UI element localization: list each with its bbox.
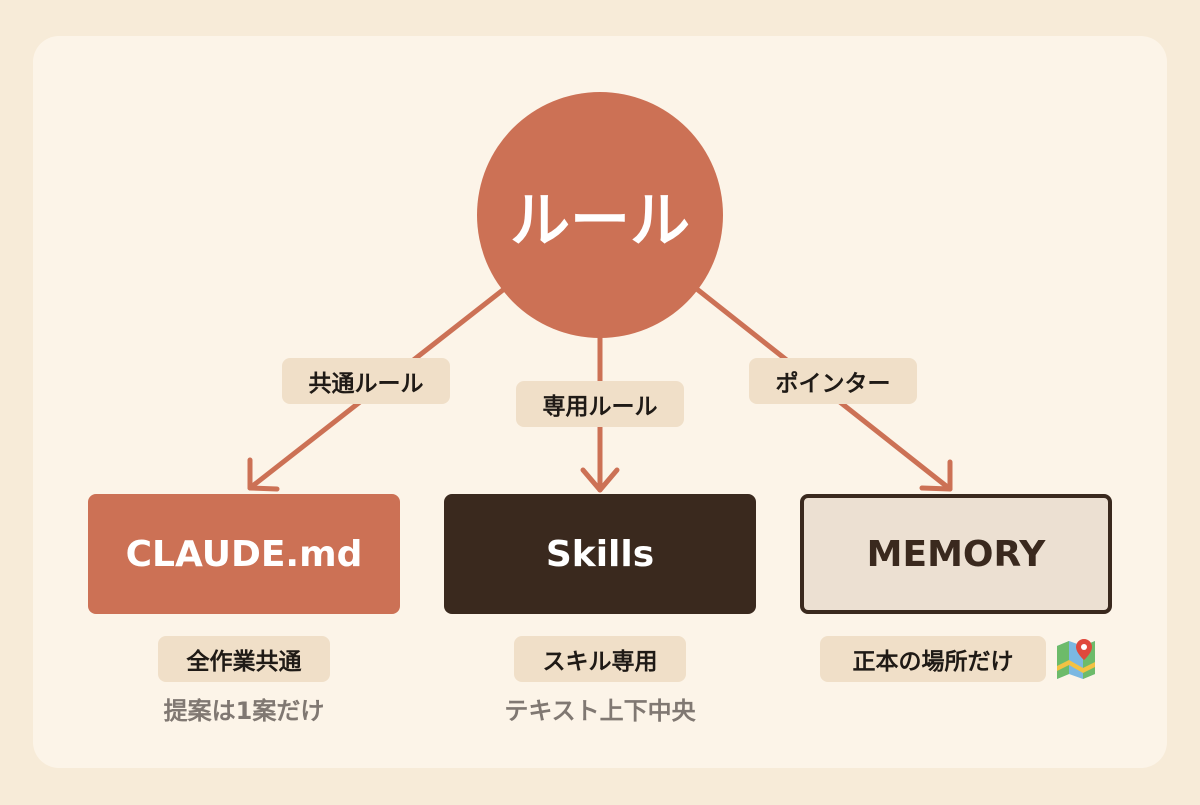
chip-memory: 正本の場所だけ [820, 636, 1046, 682]
note-claude-md: 提案は1案だけ [163, 696, 325, 725]
node-claude-md-label: CLAUDE.md [125, 533, 363, 575]
arrowhead-dedicated [580, 467, 620, 493]
map-icon [1057, 639, 1095, 679]
chip-claude-md: 全作業共通 [158, 636, 330, 682]
chip-skills: スキル専用 [514, 636, 686, 682]
root-node: ルール [477, 92, 723, 338]
node-memory: MEMORY [800, 494, 1112, 614]
edge-label-dedicated: 専用ルール [516, 381, 684, 427]
edge-label-common: 共通ルール [282, 358, 450, 404]
node-claude-md: CLAUDE.md [88, 494, 400, 614]
note-skills: テキスト上下中央 [504, 696, 696, 725]
arrowhead-pointer [919, 459, 953, 492]
node-skills: Skills [444, 494, 756, 614]
root-node-label: ルール [510, 185, 690, 256]
node-memory-label: MEMORY [866, 533, 1046, 575]
node-skills-label: Skills [545, 533, 655, 575]
edge-label-pointer: ポインター [749, 358, 917, 404]
arrowhead-common [247, 457, 280, 492]
